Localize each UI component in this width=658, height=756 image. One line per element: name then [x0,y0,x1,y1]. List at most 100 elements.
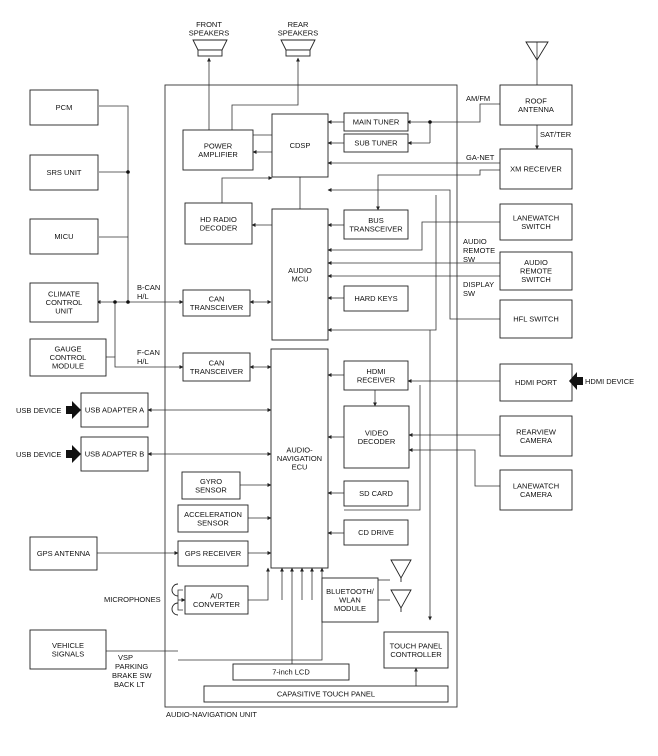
audio-remote-switch-text-3: SWITCH [521,275,551,284]
unit-title: AUDIO-NAVIGATION UNIT [166,710,257,719]
label-display-sw-2: SW [463,289,476,298]
ad-converter-text-2: CONVERTER [193,600,241,609]
srs-unit-text-1: SRS UNIT [46,168,81,177]
hdmi-receiver-text-2: RECEIVER [357,375,396,384]
can-transceiver-f-text-2: TRANSCEIVER [190,367,244,376]
roof-antenna-box [499,84,573,126]
can-transceiver-b-text-1: CAN [209,294,225,303]
usb-adapter-a-block: USB ADAPTER A [80,392,149,428]
hard-keys-box [343,285,409,312]
srs-unit-box [29,154,99,191]
hdmi-receiver-text-1: HDMI [366,367,385,376]
microphone-icon [171,583,179,616]
lcd-text-1: 7-inch LCD [272,668,310,677]
can-transceiver-b-text-2: TRANSCEIVER [190,303,244,312]
gyro-text-2: SENSOR [195,485,227,494]
video-decoder-text-2: DECODER [358,437,396,446]
front-speakers-icon [192,39,228,57]
can-transceiver-f-text-1: CAN [209,358,225,367]
usb-adapter-b-box [80,436,149,472]
vehicle-signals-text-2: SIGNALS [52,649,85,658]
gauge-text-1: GAUGE [54,345,81,354]
label-am-fm: AM/FM [466,94,490,103]
cd-drive-text-1: CD DRIVE [358,528,394,537]
cap-touch-text-1: CAPASITIVE TOUCH PANEL [277,690,375,699]
label-usb-device-a: USB DEVICE [16,406,61,415]
cd-drive-block: CD DRIVE [343,519,409,546]
sd-card-block: SD CARD [343,480,409,507]
power-amp-text-2: AMPLIFIER [198,150,238,159]
xm-receiver-box [499,148,573,190]
vehicle-signals-text-1: VEHICLE [52,641,84,650]
label-audio-remote-sw-1: AUDIO [463,237,487,246]
lcd-box [232,663,350,681]
xm-receiver-block: XM RECEIVER [499,148,573,190]
nav-ecu-text-1: AUDIO- [286,446,313,455]
main-tuner-box [343,112,409,132]
hfl-switch-box [499,299,573,339]
roof-antenna-text-2: ANTENNA [518,105,554,114]
hard-keys-text-1: HARD KEYS [354,294,397,303]
audio-remote-switch-text-1: AUDIO [524,258,548,267]
hd-radio-text-1: HD RADIO [200,215,237,224]
bus-transceiver-text-2: TRANSCEIVER [349,224,403,233]
hdmi-port-box [499,363,573,402]
front-speakers-text-1: FRONT [196,20,222,29]
pcm-block: PCM [29,89,99,126]
label-parking: PARKING [115,662,148,671]
label-microphones: MICROPHONES [104,595,161,604]
video-decoder-text-1: VIDEO [365,428,389,437]
hd-radio-text-2: DECODER [200,223,238,232]
label-f-can-2: H/L [137,357,149,366]
video-decoder-box [343,405,410,469]
cdsp-block: CDSP [271,113,329,178]
usb-adapter-a-text-1: USB ADAPTER A [85,406,144,415]
label-usb-device-b: USB DEVICE [16,450,61,459]
sub-tuner-box [343,133,409,153]
rearview-camera-text-2: CAMERA [520,436,552,445]
label-display-sw-1: DISPLAY [463,280,494,289]
label-back-lt: BACK LT [114,680,145,689]
rear-speakers-text-1: REAR [288,20,309,29]
gps-antenna-box [29,536,98,571]
gauge-box [29,338,107,377]
bt-wlan-box [321,577,379,623]
audio-remote-switch-text-2: REMOTE [520,267,552,276]
pcm-text-1: PCM [56,103,73,112]
wlan-antenna-icon [390,589,412,612]
cap-touch-box [203,685,449,703]
cd-drive-box [343,519,409,546]
ad-converter-text-1: A/D [210,591,223,600]
hd-radio-box [184,202,253,245]
gps-antenna-block: GPS ANTENNA [29,536,98,571]
hfl-switch-text-1: HFL SWITCH [513,315,559,324]
micu-box [29,218,99,255]
label-b-can-2: H/L [137,292,149,301]
main-tuner-block: MAIN TUNER [343,112,409,132]
rearview-camera-text-1: REARVIEW [516,427,557,436]
lanewatch-camera-text-2: CAMERA [520,490,552,499]
micu-block: MICU [29,218,99,255]
roof-antenna-icon [525,41,549,61]
gps-receiver-block: GPS RECEIVER [177,540,249,567]
lanewatch-camera-box [499,469,573,511]
can-transceiver-b-box [182,289,251,317]
label-vsp: VSP [118,653,133,662]
audio-remote-switch-box [499,251,573,291]
touch-ctrl-box [383,631,449,669]
micu-text-1: MICU [54,232,73,241]
nav-ecu-text-3: ECU [292,463,308,472]
gauge-text-2: CONTROL [50,353,87,362]
sub-tuner-block: SUB TUNER [343,133,409,153]
